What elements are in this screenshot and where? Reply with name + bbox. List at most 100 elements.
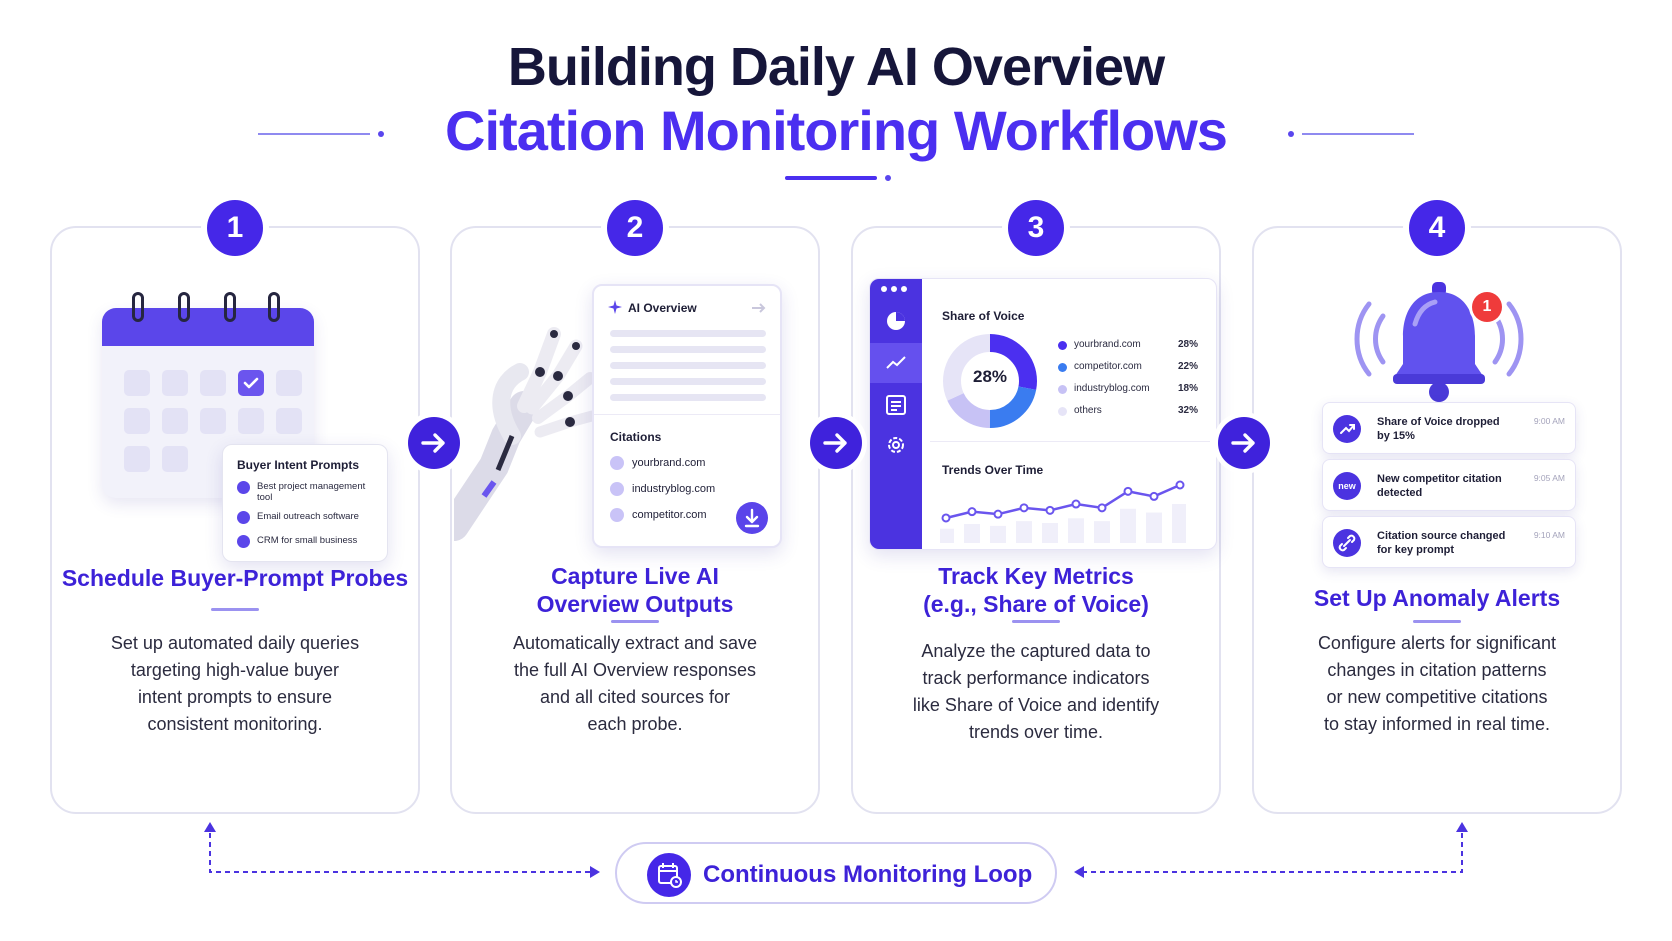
citation-item: industryblog.com (610, 482, 715, 496)
step-title: Track Key Metrics (e.g., Share of Voice) (923, 563, 1149, 617)
step-description: Automatically extract and save the full … (512, 633, 758, 734)
share-of-voice-title: Share of Voice (942, 309, 1025, 323)
donut-center-value: 28% (972, 367, 1008, 386)
trend-point (1019, 503, 1029, 513)
buyer-intent-card: Buyer Intent Prompts Best project manage… (222, 444, 388, 562)
title-underline (785, 176, 877, 180)
prompt-item: Email outreach software (237, 511, 359, 524)
trend-point (1097, 503, 1107, 513)
citation-icon (610, 508, 624, 522)
step-number-badge-4: 4 (1409, 200, 1465, 256)
title-deco-dot-left (378, 131, 384, 137)
calendar-check-icon (238, 370, 264, 396)
step-rule (611, 620, 659, 623)
title-underline-dot (885, 175, 891, 181)
trend-bar (1068, 518, 1084, 543)
trend-bar (1094, 521, 1110, 543)
citations-title: Citations (610, 430, 662, 444)
step-title: Schedule Buyer-Prompt Probes (61, 565, 409, 591)
trend-bar (990, 525, 1006, 543)
continuous-loop-pill: Continuous Monitoring Loop (615, 842, 1057, 904)
trend-bar (1172, 504, 1186, 543)
step-rule (211, 608, 259, 611)
citation-icon (610, 482, 624, 496)
calendar-icon (102, 292, 314, 498)
robot-hand-icon (454, 327, 598, 541)
loop-label: Continuous Monitoring Loop (703, 861, 1033, 888)
step-number-badge-2: 2 (607, 200, 663, 256)
trend-point (1175, 480, 1185, 490)
trends-title: Trends Over Time (942, 463, 1044, 477)
alert-time: 9:10 AM (1533, 530, 1565, 540)
trend-point (993, 509, 1003, 519)
step-title: Capture Live AI Overview Outputs (536, 563, 734, 617)
check-icon (237, 481, 250, 494)
step-description: Analyze the captured data to track perfo… (912, 641, 1160, 742)
trend-bar (1120, 508, 1136, 543)
trend-line (945, 483, 1181, 520)
bell-icon (1354, 282, 1524, 402)
ai-overview-panel: AI Overview Citations yourbrand.com indu… (592, 284, 782, 548)
window-dots-icon (881, 286, 907, 292)
line-chart-icon (886, 356, 906, 369)
next-arrow-icon (1218, 417, 1270, 469)
link-icon (1333, 529, 1361, 557)
check-icon (237, 535, 250, 548)
prompt-item: Best project management tool (237, 481, 377, 503)
title-deco-line-left (258, 133, 370, 135)
step-number-badge-3: 3 (1008, 200, 1064, 256)
citation-icon (610, 456, 624, 470)
alert-time: 9:05 AM (1533, 473, 1565, 483)
step-rule (1413, 620, 1461, 623)
sparkle-icon (608, 300, 622, 314)
trend-point (1123, 486, 1133, 496)
next-arrow-icon (408, 417, 460, 469)
title-deco-dot-right (1288, 131, 1294, 137)
trend-bar (964, 523, 980, 543)
trend-point (967, 507, 977, 517)
next-arrow-icon (810, 417, 862, 469)
title-deco-line-right (1302, 133, 1414, 135)
step-rule (1012, 620, 1060, 623)
step-description: Configure alerts for significant changes… (1317, 633, 1557, 734)
trend-bar (1016, 521, 1032, 543)
trend-point (1149, 491, 1159, 501)
title-line-1: Building Daily AI Overview (507, 37, 1165, 97)
share-of-voice-donut (943, 334, 1037, 428)
check-icon (237, 511, 250, 524)
trend-point (941, 513, 951, 523)
title-line-2: Citation Monitoring Workflows (445, 99, 1228, 162)
trend-bar (940, 528, 954, 543)
ai-overview-title: AI Overview (628, 301, 697, 315)
notification-count-badge: 1 (1472, 292, 1502, 322)
buyer-intent-title: Buyer Intent Prompts (237, 458, 360, 472)
step-title: Set Up Anomaly Alerts (1313, 585, 1561, 611)
list-icon (886, 395, 906, 415)
calendar-loop-icon (647, 853, 691, 897)
prompt-item: CRM for small business (237, 535, 357, 548)
download-icon (744, 508, 760, 528)
gear-icon (888, 437, 904, 453)
trend-point (1071, 499, 1081, 509)
trend-bar (1146, 512, 1162, 543)
alert-time: 9:00 AM (1533, 416, 1565, 426)
new-icon: new (1333, 472, 1361, 500)
loop-connector (204, 822, 1468, 878)
download-button[interactable] (736, 502, 768, 534)
step-card-1: Buyer Intent Prompts Best project manage… (50, 226, 420, 814)
donut-slice-3 (943, 334, 1037, 428)
pie-chart-icon (887, 312, 905, 330)
step-description: Set up automated daily queries targeting… (110, 633, 360, 734)
step-number-badge-1: 1 (207, 200, 263, 256)
trend-line-chart (940, 480, 1186, 543)
trend-bar (1042, 523, 1058, 543)
step-card-2: AI Overview Citations yourbrand.com indu… (450, 226, 820, 814)
